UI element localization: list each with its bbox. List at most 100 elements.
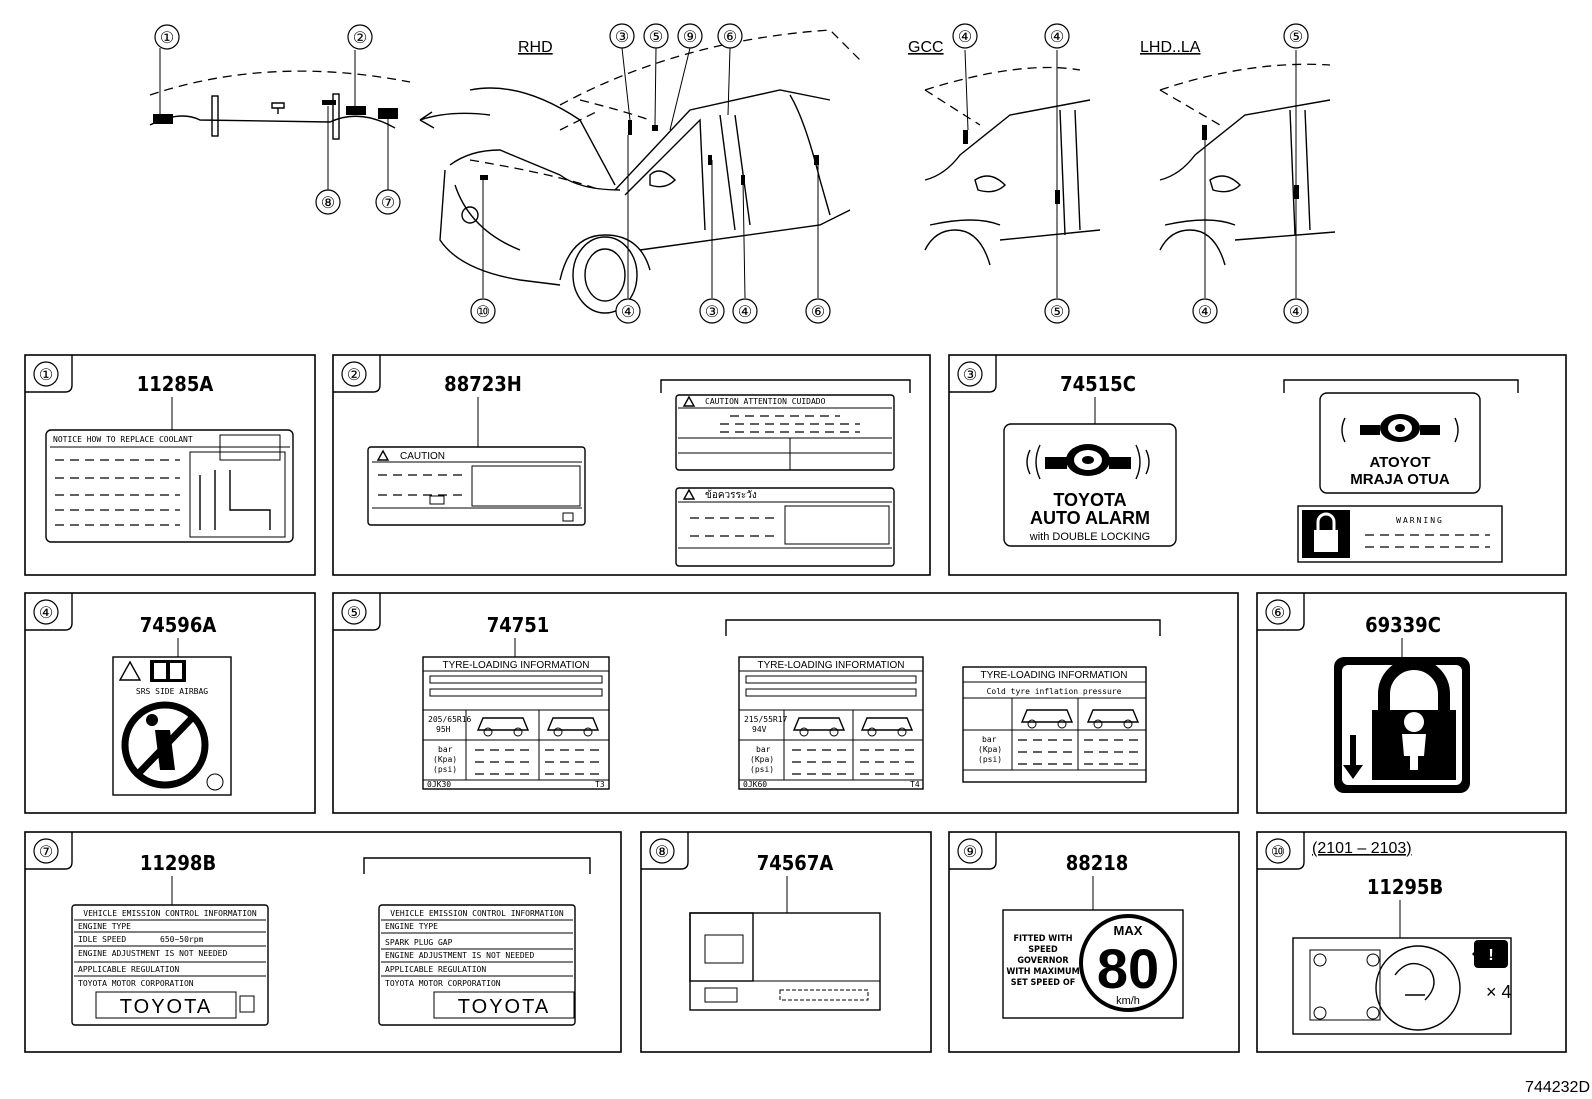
diagram-code: 744232D — [1525, 1079, 1590, 1096]
part-74751: 74751 — [487, 613, 550, 637]
svg-text:IDLE SPEED: IDLE SPEED — [78, 935, 126, 944]
svg-text:AUTO ALARM: AUTO ALARM — [1030, 508, 1150, 528]
label-11295B: (2101 – 2103) ! × 4 — [1292, 840, 1512, 1035]
svg-text:④: ④ — [621, 304, 635, 321]
callout-4f: ④ — [1283, 298, 1309, 324]
svg-text:APPLICABLE REGULATION: APPLICABLE REGULATION — [385, 965, 486, 974]
svg-text:(psi): (psi) — [750, 765, 774, 774]
svg-text:⑨: ⑨ — [683, 29, 697, 46]
svg-text:bar: bar — [438, 745, 453, 754]
car-lhd-illustration — [1159, 50, 1336, 298]
svg-text:(psi): (psi) — [978, 755, 1002, 764]
callout-5c: ⑤ — [1283, 23, 1309, 49]
svg-text:650~50rpm: 650~50rpm — [160, 935, 204, 944]
svg-text:NOTICE HOW TO REPLACE COOLANT: NOTICE HOW TO REPLACE COOLANT — [53, 435, 193, 444]
label-11285A: NOTICE HOW TO REPLACE COOLANT — [45, 429, 294, 543]
callout-4e: ④ — [1192, 298, 1218, 324]
callout-7: ⑦ — [375, 189, 401, 215]
svg-text:④: ④ — [1050, 29, 1064, 46]
svg-text:①: ① — [39, 367, 53, 384]
svg-text:bar: bar — [756, 745, 771, 754]
car-rhd-illustration — [439, 29, 861, 314]
svg-text:④: ④ — [738, 304, 752, 321]
svg-text:⑧: ⑧ — [655, 844, 669, 861]
svg-text:CAUTION ATTENTION CUIDADO: CAUTION ATTENTION CUIDADO — [705, 397, 826, 406]
svg-text:SPARK PLUG GAP: SPARK PLUG GAP — [385, 938, 453, 947]
part-88218: 88218 — [1066, 851, 1129, 875]
svg-text:ATOYOT: ATOYOT — [1369, 454, 1430, 471]
svg-text:⑩: ⑩ — [1271, 844, 1285, 861]
svg-text:⑨: ⑨ — [963, 844, 977, 861]
part-11298B: 11298B — [140, 851, 216, 875]
callout-10: ⑩ — [470, 298, 496, 324]
svg-text:TYRE-LOADING INFORMATION: TYRE-LOADING INFORMATION — [757, 660, 904, 671]
svg-text:with DOUBLE LOCKING: with DOUBLE LOCKING — [1029, 531, 1150, 543]
svg-text:SPEED: SPEED — [1028, 945, 1058, 955]
svg-text:km/h: km/h — [1116, 995, 1140, 1007]
svg-text:④: ④ — [1198, 304, 1212, 321]
view-labels: RHD GCC LHD..LA — [518, 39, 1201, 56]
svg-text:ENGINE ADJUSTMENT IS NOT NEEDE: ENGINE ADJUSTMENT IS NOT NEEDED — [385, 951, 534, 960]
svg-text:0JK60: 0JK60 — [743, 780, 767, 789]
svg-text:TOYOTA MOTOR CORPORATION: TOYOTA MOTOR CORPORATION — [385, 979, 501, 988]
svg-text:(Kpa): (Kpa) — [750, 755, 774, 764]
label-69339C — [1334, 657, 1470, 793]
top-callouts: ① ② ⑧ ⑦ ③ ⑤ ⑨ ⑥ ⑩ ④ ③ ④ ⑥ ④ ④ ⑤ ⑤ ④ ④ — [154, 23, 1309, 324]
svg-text:①: ① — [160, 30, 174, 47]
part-74596A: 74596A — [140, 613, 217, 637]
svg-text:VEHICLE EMISSION CONTROL INFOR: VEHICLE EMISSION CONTROL INFORMATION — [83, 909, 257, 918]
svg-text:③: ③ — [705, 304, 719, 321]
svg-text:LHD..LA: LHD..LA — [1140, 39, 1201, 56]
part-74515C: 74515C — [1060, 372, 1136, 396]
svg-text:TOYOTA: TOYOTA — [458, 996, 550, 1018]
label-74751: TYRE-LOADING INFORMATION 205/65R16 95H b… — [422, 656, 1147, 790]
callout-4b: ④ — [732, 298, 758, 324]
part-11295B: 11295B — [1367, 875, 1443, 899]
svg-text:T4: T4 — [910, 780, 920, 789]
svg-text:!: ! — [1488, 947, 1493, 964]
svg-text:⑤: ⑤ — [1289, 29, 1303, 46]
svg-text:④: ④ — [39, 605, 53, 622]
svg-text:TYRE-LOADING INFORMATION: TYRE-LOADING INFORMATION — [442, 660, 589, 671]
svg-text:TYRE-LOADING INFORMATION: TYRE-LOADING INFORMATION — [980, 670, 1127, 681]
svg-text:⑥: ⑥ — [723, 29, 737, 46]
svg-text:⑦: ⑦ — [381, 195, 395, 212]
svg-text:⑦: ⑦ — [39, 844, 53, 861]
panel-frames — [24, 354, 1567, 1053]
svg-text:× 4: × 4 — [1486, 982, 1512, 1002]
callout-5a: ⑤ — [643, 23, 669, 49]
callout-6a: ⑥ — [717, 23, 743, 49]
part-69339C: 69339C — [1365, 613, 1441, 637]
svg-text:GOVERNOR: GOVERNOR — [1017, 956, 1069, 966]
svg-text:⑤: ⑤ — [347, 605, 361, 622]
part-11285A: 11285A — [137, 372, 214, 396]
svg-text:CAUTION: CAUTION — [400, 451, 445, 462]
svg-text:TOYOTA MOTOR CORPORATION: TOYOTA MOTOR CORPORATION — [78, 979, 194, 988]
callout-1: ① — [154, 24, 180, 50]
label-74567A — [689, 912, 881, 1011]
svg-text:0JK30: 0JK30 — [427, 780, 451, 789]
svg-text:ENGINE ADJUSTMENT IS NOT NEEDE: ENGINE ADJUSTMENT IS NOT NEEDED — [78, 949, 227, 958]
svg-text:RHD: RHD — [518, 39, 553, 56]
bracket-lines — [363, 379, 1519, 874]
callout-6b: ⑥ — [805, 298, 831, 324]
svg-text:(2101 – 2103): (2101 – 2103) — [1312, 840, 1412, 857]
svg-text:WITH MAXIMUM: WITH MAXIMUM — [1006, 967, 1079, 977]
callout-5b: ⑤ — [1044, 298, 1070, 324]
part-numbers: 11285A 88723H 74515C 74596A 74751 69339C… — [137, 372, 1443, 899]
svg-text:SET SPEED OF: SET SPEED OF — [1011, 978, 1076, 988]
svg-text:⑤: ⑤ — [649, 29, 663, 46]
svg-text:⑥: ⑥ — [811, 304, 825, 321]
svg-text:TOYOTA: TOYOTA — [1053, 490, 1126, 510]
svg-text:MRAJA OTUA: MRAJA OTUA — [1350, 471, 1450, 488]
svg-text:GCC: GCC — [908, 39, 944, 56]
svg-text:Cold tyre inflation pressure: Cold tyre inflation pressure — [987, 687, 1122, 696]
leader-lines — [171, 397, 1403, 938]
callout-4c: ④ — [952, 23, 978, 49]
panel-number-tabs: ① ② ③ ④ ⑤ ⑥ ⑦ ⑧ ⑨ ⑩ — [25, 355, 1305, 870]
svg-text:④: ④ — [1289, 304, 1303, 321]
svg-text:⑧: ⑧ — [321, 195, 335, 212]
part-88723H: 88723H — [444, 372, 522, 396]
callout-3a: ③ — [609, 23, 635, 49]
